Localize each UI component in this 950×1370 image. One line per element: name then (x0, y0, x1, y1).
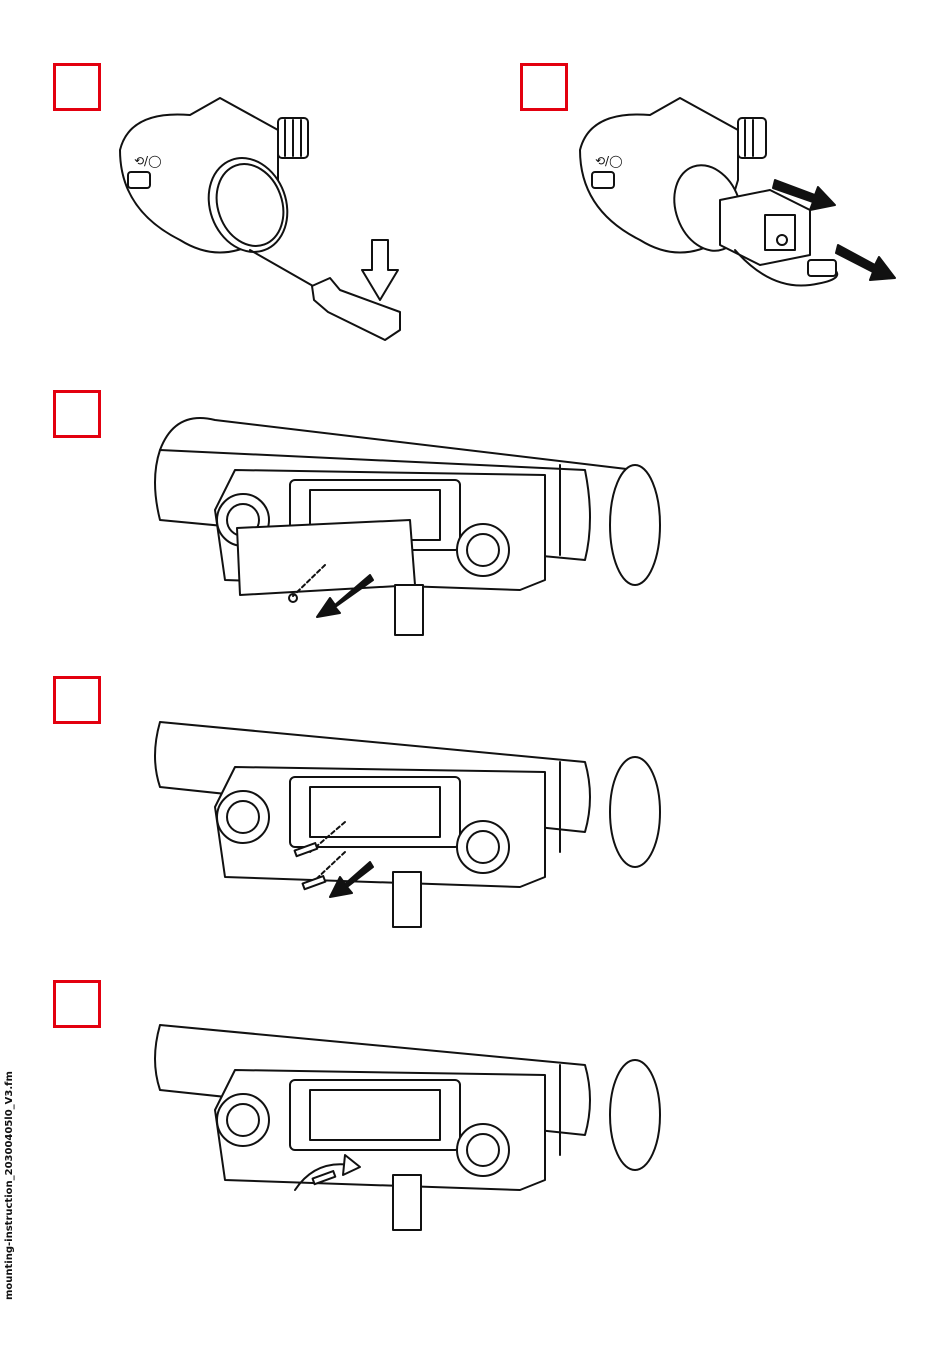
step-marker-2 (520, 63, 568, 111)
footer-filename: mounting-instruction_20300405l0_V3.fm (4, 1060, 18, 1300)
step-marker-3 (53, 390, 101, 438)
step-marker-4 (53, 676, 101, 724)
step-marker-5 (53, 980, 101, 1028)
svg-text:⟲/◯: ⟲/◯ (595, 154, 623, 168)
step-marker-1 (53, 63, 101, 111)
step-3-illustration (145, 410, 675, 650)
step-5-illustration (145, 1015, 675, 1235)
footer-filename-text: mounting-instruction_20300405l0_V3.fm (4, 1071, 15, 1300)
svg-text:⟲/◯: ⟲/◯ (134, 154, 162, 168)
step-2-illustration: ⟲/◯ (570, 90, 910, 330)
step-1-illustration: ⟲/◯ (100, 90, 430, 360)
step-4-illustration (145, 712, 675, 932)
